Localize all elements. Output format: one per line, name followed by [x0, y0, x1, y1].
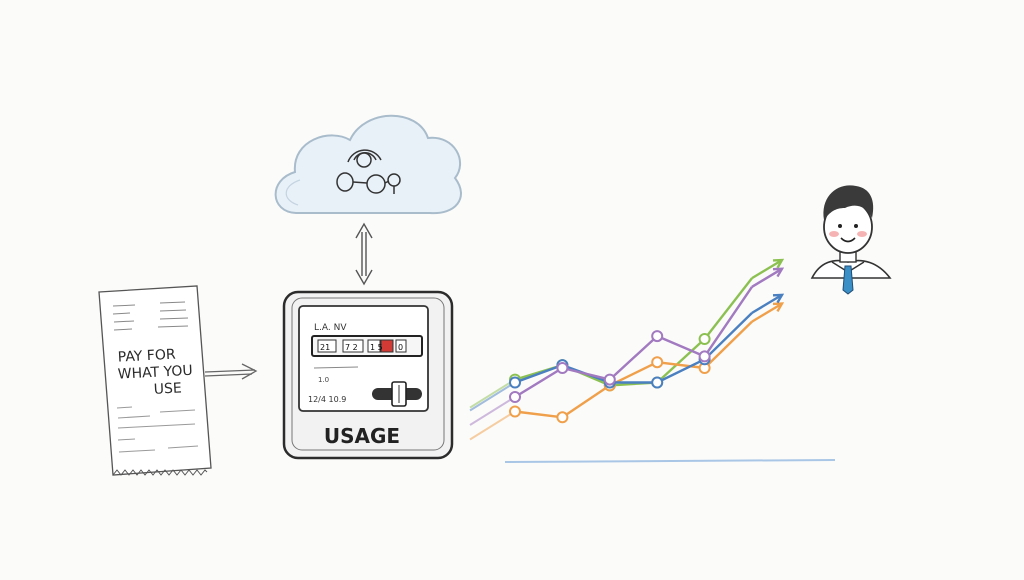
- meter-digit-2: 7 2: [345, 343, 358, 352]
- series-3-point: [509, 376, 521, 389]
- chart-baseline: [504, 459, 836, 463]
- series-2-arrow-shaft: [751, 302, 783, 323]
- receipt-scribbles-top: [112, 301, 189, 331]
- series-4-lead-in: [469, 396, 516, 426]
- series-3-arrow-shaft: [751, 293, 783, 314]
- series-3-point: [651, 376, 664, 389]
- series-4-line: [514, 286, 753, 399]
- series-3-lead-in: [469, 381, 516, 412]
- usage-growth-chart: [469, 258, 836, 463]
- meter-digit-4: 0: [398, 343, 403, 352]
- series-1-lead-in: [469, 378, 516, 409]
- cloud: [274, 114, 462, 215]
- receipt-to-meter-arrow: [204, 363, 258, 380]
- series-2-point: [651, 356, 664, 369]
- series-2-line: [514, 320, 753, 419]
- meter-small-line-1: 1.0: [318, 376, 329, 384]
- series-4-point: [603, 373, 616, 386]
- series-2-arrowhead: [772, 302, 785, 312]
- cloud-meter-double-arrow: [355, 222, 373, 286]
- series-1-arrowhead: [772, 258, 785, 269]
- hair: [823, 185, 874, 220]
- cloud-network-icon: [336, 149, 401, 194]
- series-4-point: [556, 362, 569, 374]
- series-3-line: [514, 312, 753, 384]
- receipt-headline-3: USE: [153, 380, 182, 397]
- series-1-arrow-shaft: [751, 259, 783, 280]
- receipt-headline-1: PAY FOR: [117, 347, 176, 366]
- series-4-point: [509, 391, 521, 403]
- meter-digit-1: 21: [320, 343, 330, 352]
- meter-top-label: L.A. NV: [314, 323, 347, 333]
- happy-person: [810, 185, 892, 295]
- usage-meter: L.A. NV 21 7 2 1 5 0 1.0 12/4 10.9 USAGE: [282, 290, 454, 460]
- series-4-point: [698, 350, 711, 363]
- series-1-point: [698, 333, 711, 345]
- series-4-arrow-shaft: [751, 267, 783, 288]
- meter-dial-switch: [372, 381, 422, 407]
- series-4-point: [651, 330, 664, 343]
- series-3-arrowhead: [772, 293, 785, 304]
- receipt-headline-2: WHAT YOU: [117, 363, 193, 383]
- series-2-point: [556, 411, 569, 424]
- meter-digit-3: 1 5: [370, 343, 383, 352]
- meter-small-line-2: 12/4 10.9: [308, 395, 346, 404]
- series-4-arrowhead: [772, 267, 785, 278]
- series-2-lead-in: [469, 410, 516, 441]
- receipt-scribbles-bottom: [116, 406, 199, 453]
- meter-digit-wheels: 21 7 2 1 5 0: [317, 339, 407, 353]
- receipt: PAY FOR WHAT YOU USE: [98, 285, 212, 476]
- meter-label: USAGE: [324, 424, 400, 448]
- series-2-point: [509, 405, 521, 418]
- tie-icon: [842, 265, 854, 295]
